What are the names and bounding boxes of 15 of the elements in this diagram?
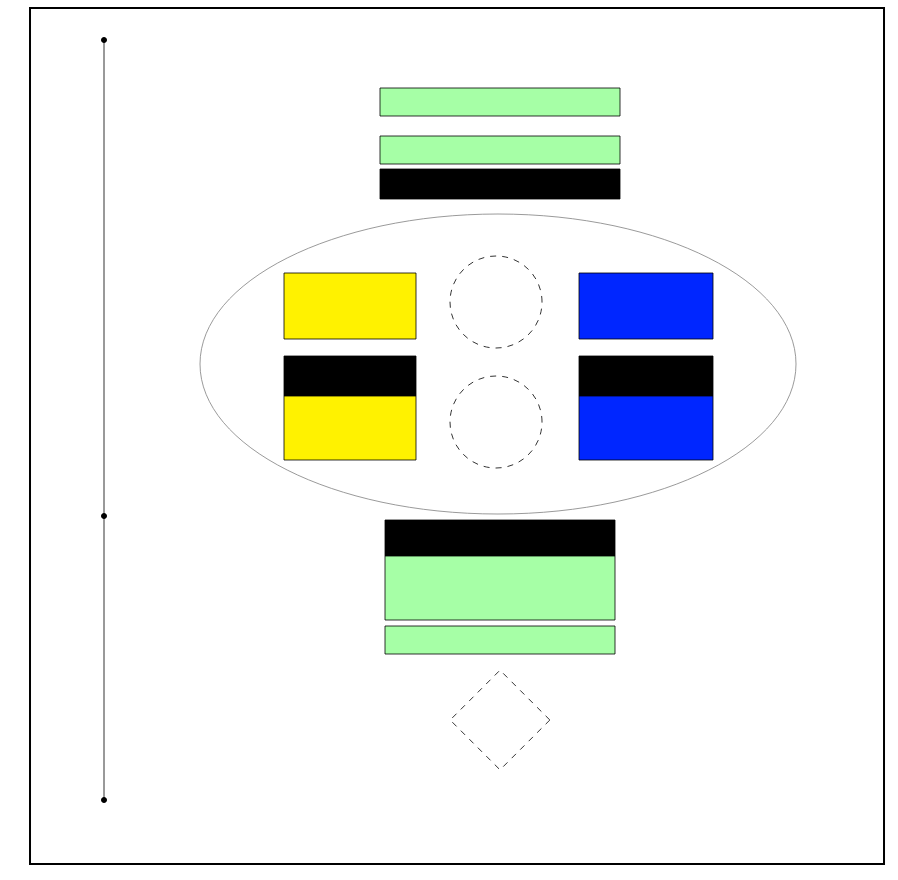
process-box bbox=[283, 395, 417, 461]
process-box bbox=[578, 272, 714, 340]
process-box bbox=[379, 135, 621, 165]
process-box bbox=[283, 355, 417, 397]
process-box bbox=[384, 555, 616, 621]
process-box bbox=[379, 87, 621, 117]
process-box bbox=[384, 519, 616, 557]
process-box bbox=[283, 272, 417, 340]
dashed-circle bbox=[449, 375, 543, 469]
process-box bbox=[578, 395, 714, 461]
dashed-circle bbox=[449, 255, 543, 349]
process-box bbox=[578, 355, 714, 397]
process-box bbox=[384, 625, 616, 655]
process-box bbox=[379, 168, 621, 200]
dashed-diamond bbox=[449, 669, 551, 771]
